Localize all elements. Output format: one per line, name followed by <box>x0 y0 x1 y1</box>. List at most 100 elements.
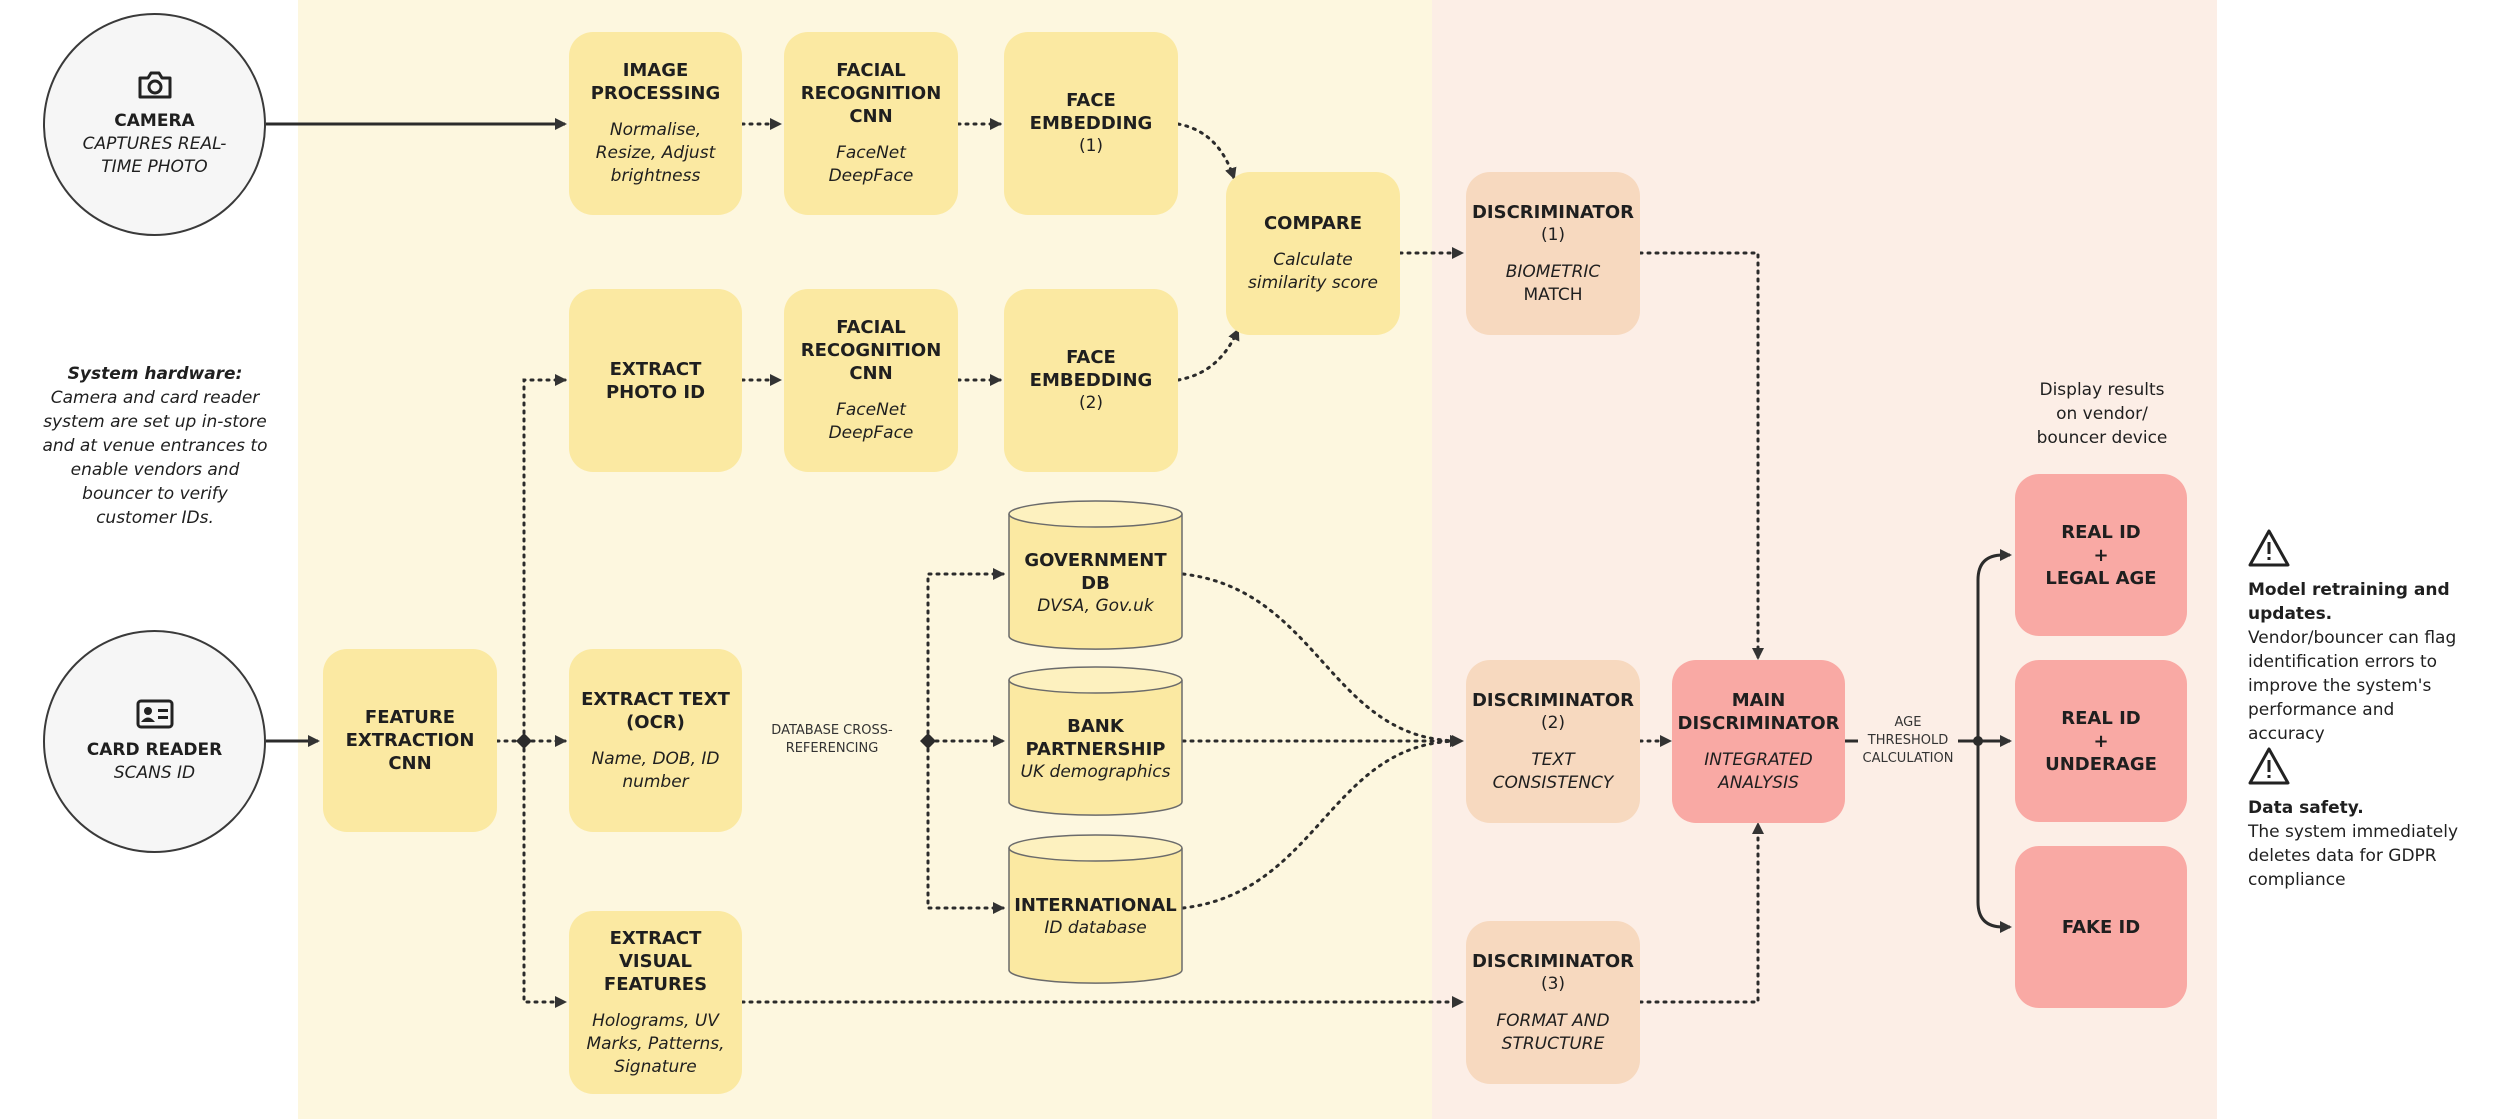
discriminator-2-subtitle: TEXT CONSISTENCY <box>1492 749 1614 793</box>
emb1-to-compare-arrow <box>1176 122 1237 180</box>
main-discriminator-box: MAIN DISCRIMINATOR INTEGRATED ANALYSIS <box>1672 660 1845 823</box>
extract-photo-box: EXTRACT PHOTO ID <box>569 289 742 472</box>
split-to-visual-arrow <box>522 739 567 1008</box>
hardware-note: System hardware: Camera and card reader … <box>40 362 270 530</box>
branch-to-legal-arrow <box>1976 549 2012 741</box>
face-embedding-2-number: (2) <box>1078 393 1104 413</box>
hardware-note-body: Camera and card reader system are set up… <box>42 388 268 528</box>
discriminator-3-subtitle: FORMAT AND STRUCTURE <box>1496 1010 1610 1054</box>
retraining-note: Model retraining and updates. Vendor/bou… <box>2248 578 2470 746</box>
feature-extraction-title: FEATURE EXTRACTION CNN <box>345 707 475 774</box>
card-reader-subtitle: SCANS ID <box>113 762 196 783</box>
hardware-note-title: System hardware: <box>67 364 243 384</box>
db-split-to-gov-arrow <box>926 568 1005 743</box>
discriminator-1-subtitle-italic: BIOMETRIC <box>1505 261 1601 282</box>
retraining-note-body: Vendor/bouncer can flag identification e… <box>2248 628 2457 744</box>
age-branch-node <box>1973 736 1983 746</box>
compare-subtitle: Calculate similarity score <box>1248 250 1378 293</box>
camera-subtitle: CAPTURES REAL-TIME PHOTO <box>82 134 227 177</box>
government-db-subtitle: DVSA, Gov.uk <box>1037 595 1154 616</box>
result-real-underage-line2: UNDERAGE <box>2045 753 2157 775</box>
card-reader-node: CARD READER SCANS ID <box>43 630 266 853</box>
image-processing-title: IMAGE PROCESSING <box>590 60 721 104</box>
cylinder-shape <box>1008 500 1183 650</box>
international-db-subtitle: ID database <box>1044 918 1147 938</box>
facial-recognition-2-box: FACIAL RECOGNITION CNN FaceNet DeepFace <box>784 289 958 472</box>
camera-title: CAMERA <box>114 111 195 131</box>
facial-recognition-1-subtitle: FaceNet DeepFace <box>828 143 914 186</box>
facial-recognition-2-title: FACIAL RECOGNITION CNN <box>800 317 942 384</box>
age-threshold-label: AGE THRESHOLD CALCULATION <box>1858 714 1958 768</box>
result-real-underage-line1: REAL ID <box>2061 707 2141 729</box>
discriminator-3-number: (3) <box>1540 973 1566 994</box>
disc3-to-main-arrow <box>1638 822 1764 1004</box>
extract-visual-title: EXTRACT VISUAL FEATURES <box>603 927 708 995</box>
discriminator-2-box: DISCRIMINATOR (2) TEXT CONSISTENCY <box>1466 660 1640 823</box>
facial-recognition-1-box: FACIAL RECOGNITION CNN FaceNet DeepFace <box>784 32 958 215</box>
government-db-title: GOVERNMENT DB <box>1024 549 1167 594</box>
extract-visual-box: EXTRACT VISUAL FEATURES Holograms, UV Ma… <box>569 911 742 1094</box>
facial-recognition-2-subtitle: FaceNet DeepFace <box>828 400 914 443</box>
discriminator-1-subtitle: MATCH <box>1523 284 1583 305</box>
bank-partnership-title: BANK PARTNERSHIP <box>1025 715 1166 760</box>
face-embedding-2-box: FACE EMBEDDING (2) <box>1004 289 1178 472</box>
result-real-legal-plus: + <box>2093 544 2109 566</box>
extract-text-box: EXTRACT TEXT (OCR) Name, DOB, ID number <box>569 649 742 832</box>
extract-photo-title: EXTRACT PHOTO ID <box>605 358 706 403</box>
camera-icon <box>138 71 171 99</box>
result-fake-box: FAKE ID <box>2015 846 2187 1008</box>
data-safety-note-body: The system immediately deletes data for … <box>2248 822 2459 890</box>
cylinder-shape <box>1008 666 1183 816</box>
image-processing-subtitle: Normalise, Resize, Adjust brightness <box>595 120 716 186</box>
card-reader-title: CARD READER <box>86 739 223 760</box>
government-db-cylinder: GOVERNMENT DB DVSA, Gov.uk <box>1008 500 1183 650</box>
discriminator-1-number: (1) <box>1540 224 1566 245</box>
discriminator-1-box: DISCRIMINATOR (1) BIOMETRIC MATCH <box>1466 172 1640 335</box>
data-safety-note: Data safety. The system immediately dele… <box>2248 796 2470 892</box>
database-cross-referencing-label: DATABASE CROSS-REFERENCING <box>771 723 893 756</box>
discriminator-2-title: DISCRIMINATOR <box>1471 689 1635 711</box>
result-real-legal-box: REAL ID + LEGAL AGE <box>2015 474 2187 636</box>
warning-icon <box>2248 529 2290 567</box>
cylinder-shape <box>1008 834 1183 984</box>
extract-visual-subtitle: Holograms, UV Marks, Patterns, Signature <box>586 1010 725 1077</box>
discriminator-3-title: DISCRIMINATOR <box>1471 950 1635 972</box>
bank-partnership-subtitle: UK demographics <box>1020 761 1171 782</box>
image-processing-box: IMAGE PROCESSING Normalise, Resize, Adju… <box>569 32 742 215</box>
compare-title: COMPARE <box>1263 213 1363 234</box>
bank-partnership-cylinder: BANK PARTNERSHIP UK demographics <box>1008 666 1183 816</box>
face-embedding-1-box: FACE EMBEDDING (1) <box>1004 32 1178 215</box>
international-db-cylinder: INTERNATIONAL ID database <box>1008 834 1183 984</box>
compare-box: COMPARE Calculate similarity score <box>1226 172 1400 335</box>
result-real-legal-line1: REAL ID <box>2061 521 2141 543</box>
display-results-label: Display results on vendor/ bouncer devic… <box>2036 380 2168 448</box>
retraining-note-title: Model retraining and updates. <box>2248 580 2450 624</box>
main-discriminator-subtitle: INTEGRATED ANALYSIS <box>1704 749 1813 793</box>
international-db-title: INTERNATIONAL <box>1014 895 1177 916</box>
face-embedding-1-title: FACE EMBEDDING <box>1029 90 1153 134</box>
result-real-underage-box: REAL ID + UNDERAGE <box>2015 660 2187 822</box>
db-split-to-intl-arrow <box>926 739 1005 914</box>
feature-split-node <box>516 733 532 749</box>
discriminator-3-box: DISCRIMINATOR (3) FORMAT AND STRUCTURE <box>1466 921 1640 1084</box>
intl-to-disc2-arrow <box>1181 735 1462 910</box>
data-safety-note-title: Data safety. <box>2248 798 2364 818</box>
face-embedding-2-title: FACE EMBEDDING <box>1029 347 1153 391</box>
face-embedding-1-number: (1) <box>1078 136 1104 156</box>
split-to-photo-arrow <box>522 374 567 743</box>
main-discriminator-title: MAIN DISCRIMINATOR <box>1677 689 1840 734</box>
db-split-node <box>920 733 936 749</box>
discriminator-2-number: (2) <box>1540 712 1566 733</box>
extract-text-subtitle: Name, DOB, ID number <box>591 748 720 792</box>
result-real-underage-plus: + <box>2093 730 2109 752</box>
disc1-to-main-arrow <box>1638 251 1764 660</box>
id-card-icon <box>136 699 173 728</box>
extract-text-title: EXTRACT TEXT (OCR) <box>581 688 730 733</box>
gov-to-disc2-arrow <box>1181 572 1462 747</box>
result-fake-line1: FAKE ID <box>2061 916 2141 938</box>
camera-node: CAMERA CAPTURES REAL-TIME PHOTO <box>43 13 266 236</box>
discriminator-1-title: DISCRIMINATOR <box>1471 201 1635 223</box>
branch-to-fake-arrow <box>1976 741 2012 933</box>
warning-icon <box>2248 747 2290 785</box>
